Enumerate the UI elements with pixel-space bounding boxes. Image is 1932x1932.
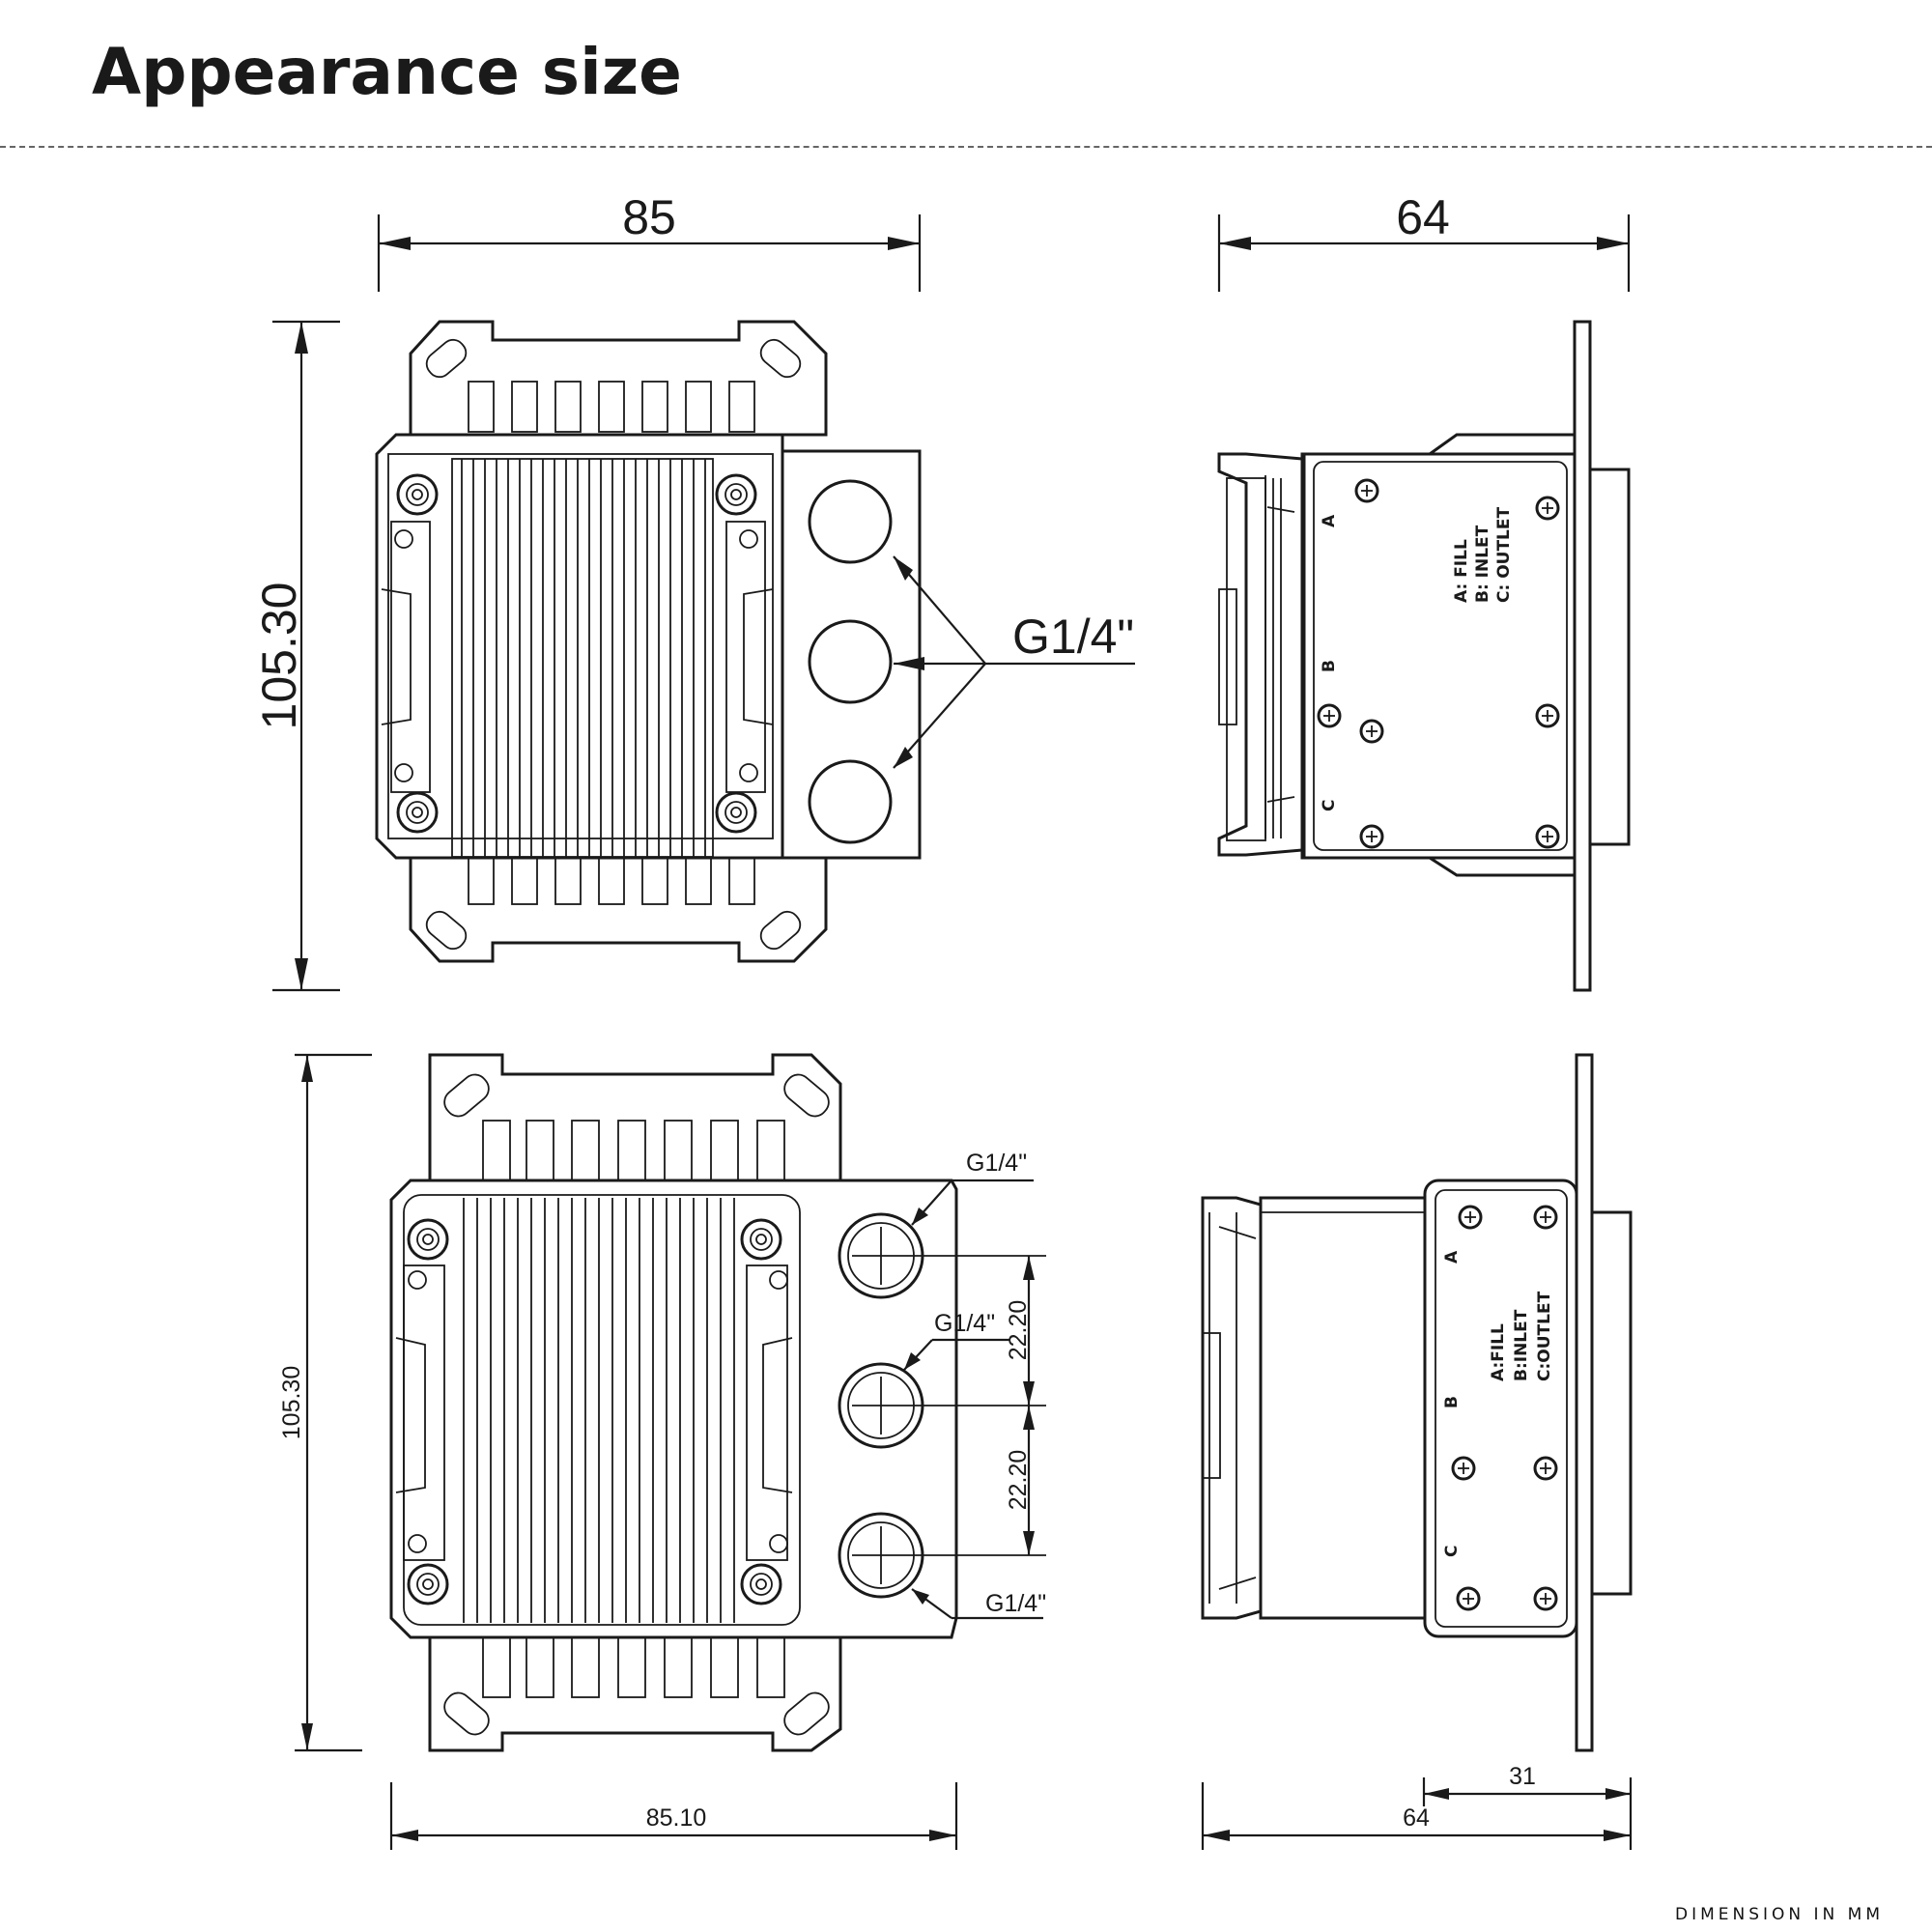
dim-height-105-bottom: 105.30 (278, 1366, 305, 1439)
spacing-upper: 22.20 (1005, 1300, 1032, 1361)
side-view-top (1217, 320, 1631, 992)
dim-width-85: 85 (622, 190, 676, 244)
side-bottom-letter-c: C (1442, 1546, 1462, 1557)
front-view-top (375, 320, 1135, 963)
side-top-letter-c: C (1320, 800, 1339, 811)
dim-width-64-top: 64 (1396, 190, 1450, 244)
dim-64-top (1217, 214, 1631, 292)
side-top-legend-b: B: INLET (1473, 525, 1492, 603)
dimension-note: DIMENSION IN MM (1674, 1905, 1884, 1924)
port-label-b-bottom: G1/4" (934, 1310, 995, 1337)
side-bottom-letter-b: B (1442, 1396, 1462, 1408)
side-bottom-letter-a: A (1442, 1250, 1462, 1264)
dim-width-64-bottom: 64 (1403, 1804, 1430, 1832)
spacing-lower: 22.20 (1005, 1450, 1032, 1511)
side-bottom-legend-b: B:INLET (1512, 1309, 1531, 1381)
side-top-letter-a: A (1320, 514, 1339, 527)
dim-105-top (272, 320, 340, 992)
front-view-bottom (389, 1053, 1046, 1752)
side-top-legend-c: C: OUTLET (1494, 507, 1514, 603)
front-port-label: G1/4" (1012, 610, 1134, 664)
port-label-a-bottom: G1/4" (966, 1150, 1027, 1177)
dim-85 (377, 214, 922, 292)
port-label-c-bottom: G1/4" (985, 1590, 1046, 1617)
dim-85-10 (389, 1782, 958, 1850)
dim-width-85-10: 85.10 (646, 1804, 707, 1832)
dashed-divider (0, 146, 1932, 148)
side-view-bottom (1201, 1053, 1633, 1752)
dim-depth-31: 31 (1509, 1763, 1536, 1790)
side-bottom-legend-c: C:OUTLET (1535, 1291, 1554, 1381)
page-title: Appearance size (92, 35, 682, 109)
side-top-legend-a: A: FILL (1452, 539, 1471, 603)
dim-height-105-top: 105.30 (252, 582, 306, 730)
side-top-letter-b: B (1320, 660, 1339, 672)
dim-105-bottom (295, 1053, 372, 1752)
side-bottom-legend-a: A:FILL (1489, 1323, 1508, 1381)
dim-31-64 (1201, 1777, 1633, 1850)
